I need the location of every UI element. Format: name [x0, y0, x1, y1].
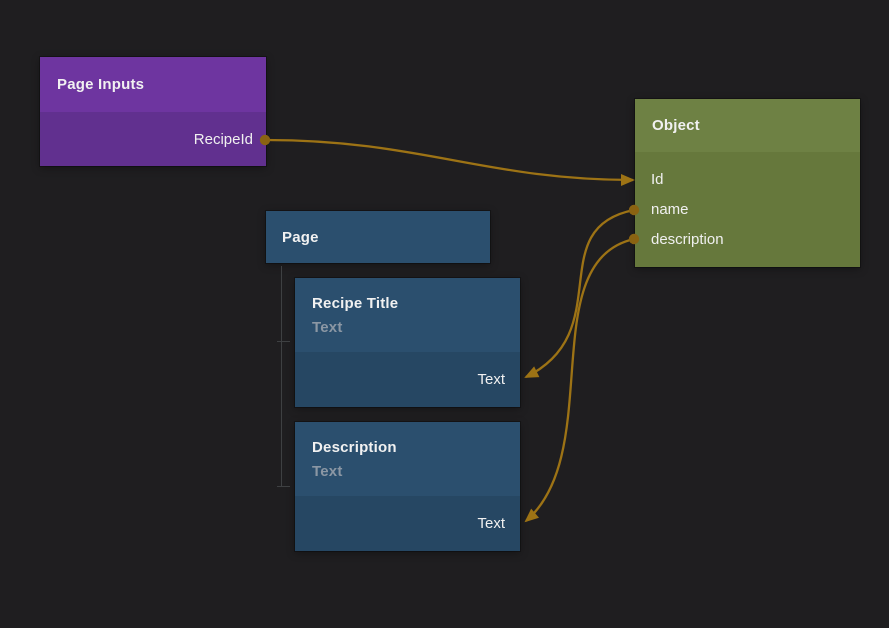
- node-description-body: Text: [295, 496, 520, 551]
- connection-wire[interactable]: [524, 208, 635, 379]
- port-text-input[interactable]: Text: [477, 371, 505, 388]
- node-page[interactable]: Page: [266, 211, 490, 263]
- connection-wire[interactable]: [524, 237, 635, 523]
- node-object-body: Id name description: [635, 152, 860, 267]
- node-type-label: Text: [312, 463, 343, 480]
- node-page-inputs[interactable]: Page Inputs RecipeId: [40, 57, 266, 166]
- connection-name-to-recipe-title-text[interactable]: [524, 204, 640, 379]
- node-page-inputs-header[interactable]: Page Inputs: [40, 57, 266, 112]
- node-object-header[interactable]: Object: [635, 99, 860, 152]
- node-recipe-title-body: Text: [295, 352, 520, 407]
- port-text-input[interactable]: Text: [477, 515, 505, 532]
- port-id[interactable]: Id: [651, 170, 664, 188]
- node-title: Page Inputs: [57, 76, 145, 93]
- port-name[interactable]: name: [651, 200, 689, 218]
- connection-recipeid-to-id[interactable]: [259, 134, 635, 186]
- node-title: Page: [282, 228, 319, 246]
- node-recipe-title[interactable]: Recipe Title Text Text: [295, 278, 520, 407]
- node-title: Object: [652, 117, 700, 134]
- node-type-label: Text: [312, 319, 343, 336]
- node-title: Description: [312, 439, 397, 456]
- node-recipe-title-header[interactable]: Recipe Title Text: [295, 278, 520, 352]
- node-page-inputs-body: RecipeId: [40, 112, 266, 166]
- node-title: Recipe Title: [312, 295, 399, 312]
- connection-wire[interactable]: [265, 138, 635, 186]
- port-recipeid[interactable]: RecipeId: [193, 130, 253, 148]
- node-description[interactable]: Description Text Text: [295, 422, 520, 551]
- node-object[interactable]: Object Id name description: [635, 99, 860, 267]
- node-description-header[interactable]: Description Text: [295, 422, 520, 496]
- port-description[interactable]: description: [651, 230, 724, 248]
- connection-description-to-description-text[interactable]: [524, 233, 640, 523]
- hierarchy-tree-lines: [277, 266, 290, 487]
